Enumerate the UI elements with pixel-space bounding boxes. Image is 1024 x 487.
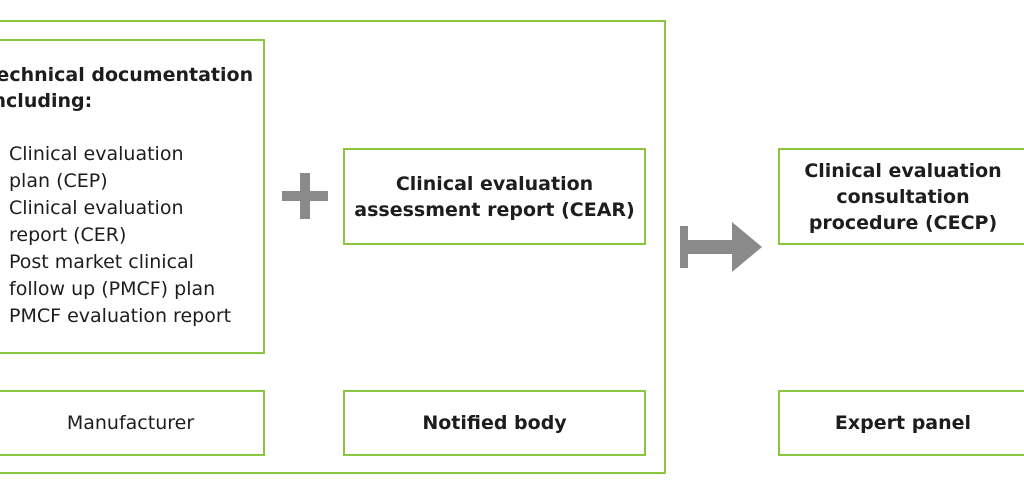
technical-documentation-box: [0, 39, 265, 354]
arrow-right-icon: [680, 222, 762, 272]
cear-box: Clinical evaluation assessment report (C…: [343, 148, 646, 245]
technical-documentation-list: Clinical evaluation plan (CEP) Clinical …: [9, 141, 259, 330]
technical-documentation-heading: Technical documentation including:: [0, 62, 256, 114]
cecp-box: Clinical evaluation consultation procedu…: [778, 148, 1024, 245]
heading-line: including:: [0, 90, 93, 112]
list-item: Clinical evaluation: [9, 143, 184, 165]
list-item: Clinical evaluation: [9, 197, 184, 219]
cecp-line: Clinical evaluation: [804, 159, 1002, 182]
manufacturer-box: Manufacturer: [0, 390, 265, 456]
cear-line: Clinical evaluation: [395, 172, 594, 195]
expert-panel-box: Expert panel: [778, 390, 1024, 456]
list-item: plan (CEP): [9, 170, 108, 192]
cear-line: assessment report (CEAR): [354, 198, 635, 221]
notified-body-box: Notified body: [343, 390, 646, 456]
expert-panel-label: Expert panel: [834, 412, 972, 434]
list-item: follow up (PMCF) plan: [9, 278, 216, 300]
cecp-line: procedure (CECP): [808, 211, 998, 234]
list-item: report (CER): [9, 224, 127, 246]
manufacturer-label: Manufacturer: [66, 412, 195, 434]
list-item: PMCF evaluation report: [9, 305, 232, 327]
notified-body-label: Notified body: [422, 412, 567, 434]
plus-icon: [282, 173, 328, 219]
list-item: Post market clinical: [9, 251, 194, 273]
cecp-line: consultation: [836, 185, 970, 208]
heading-line: Technical documentation: [0, 64, 254, 86]
